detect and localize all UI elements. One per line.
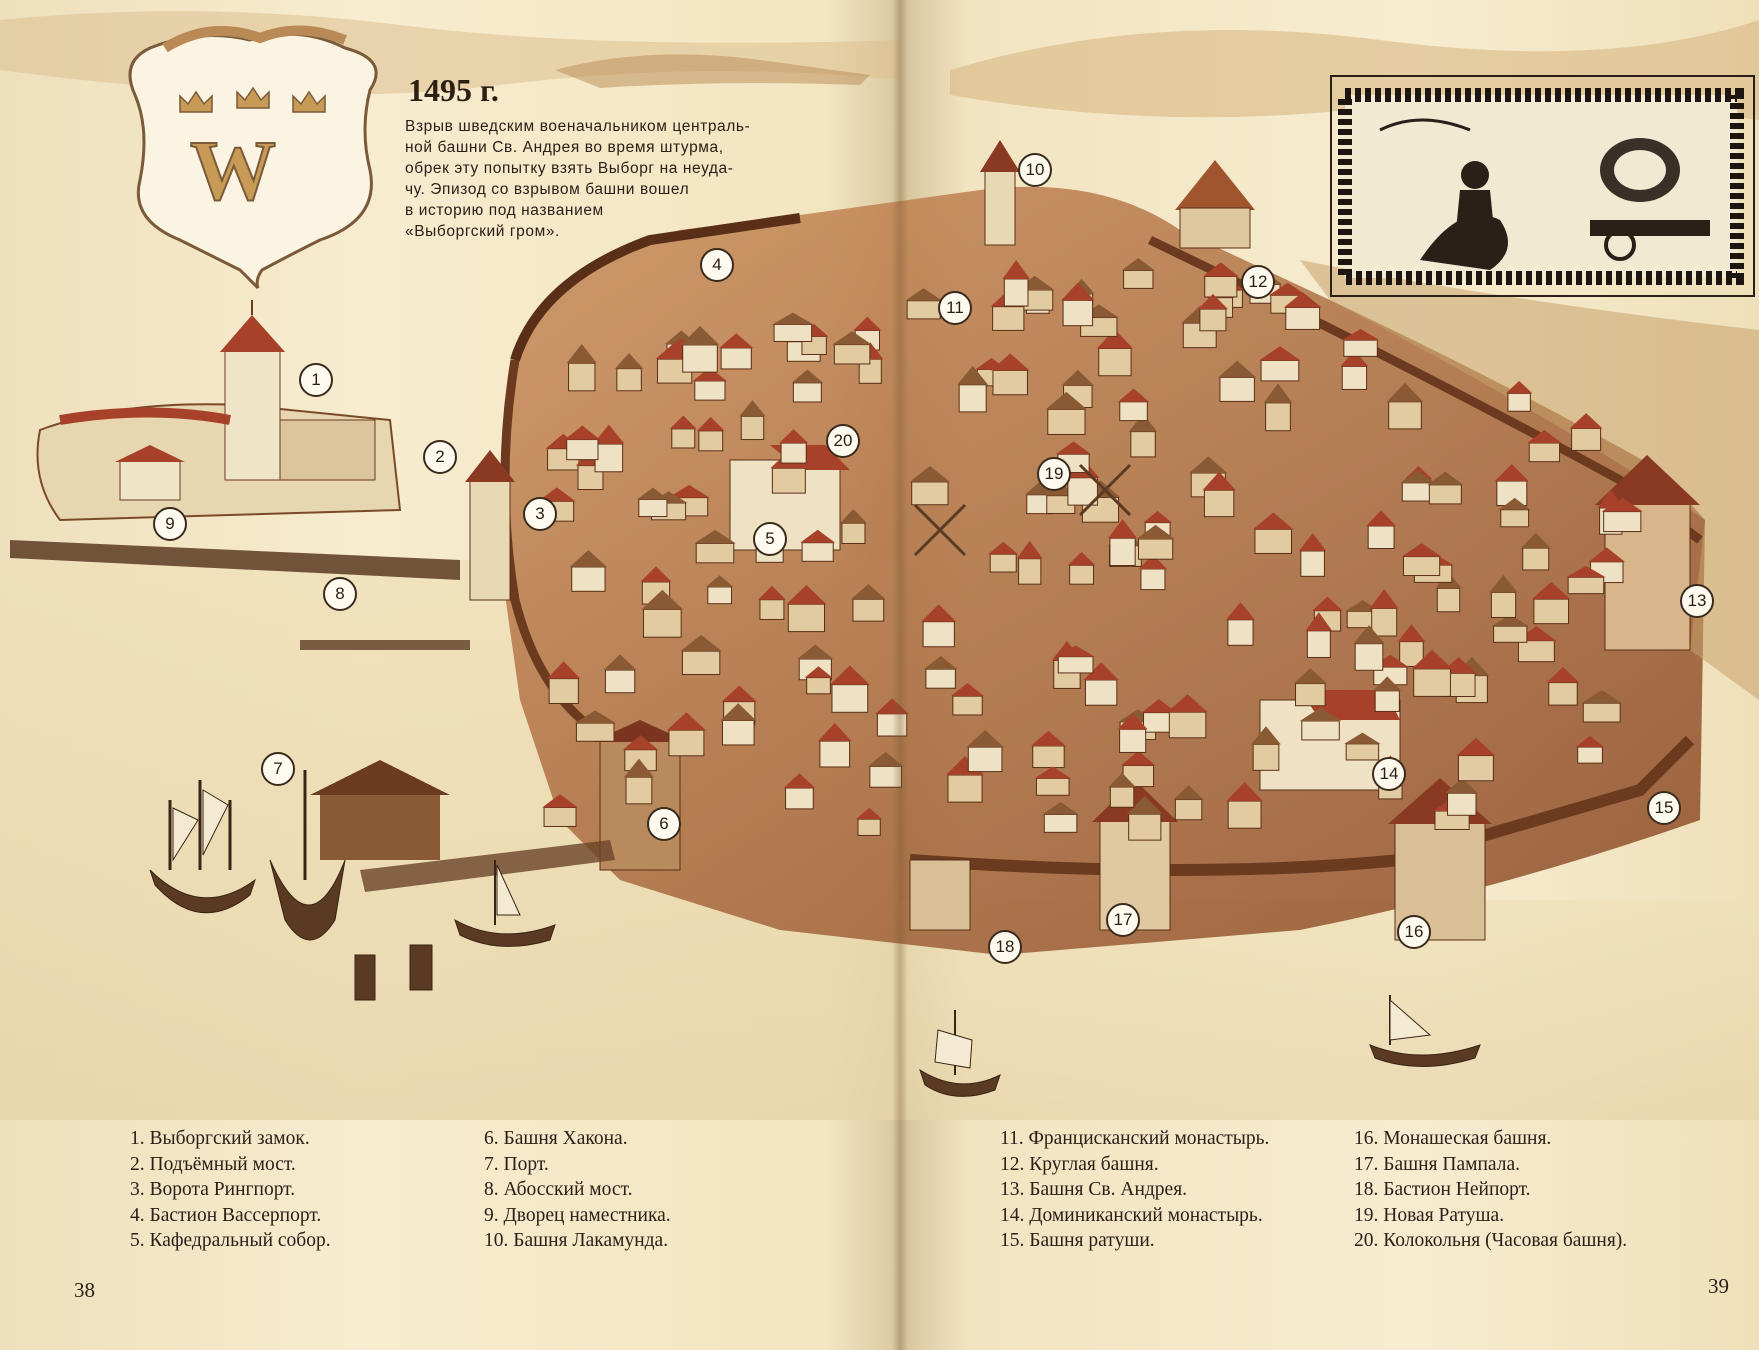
map-marker-4: 4 [700,248,734,282]
caption-line: «Выборгский гром». [405,223,560,240]
heraldic-shield-emblem [128,25,378,290]
map-marker-18: 18 [988,930,1022,964]
map-marker-13: 13 [1680,584,1714,618]
map-marker-6: 6 [647,807,681,841]
north-wall [510,213,801,362]
legend-item: 18. Бастион Нейпорт. [1354,1179,1531,1201]
map-marker-2: 2 [423,440,457,474]
caption-line: Взрыв шведским военачальником централь- [405,118,751,135]
map-marker-16: 16 [1397,915,1431,949]
map-marker-11: 11 [938,291,972,325]
legend-item: 12. Круглая башня. [1000,1153,1159,1175]
map-marker-10: 10 [1018,153,1052,187]
legend-item: 20. Колокольня (Часовая башня). [1354,1230,1628,1252]
page-number-left: 38 [74,1278,95,1302]
map-marker-19: 19 [1037,457,1071,491]
legend-item: 11. Францисканский монастырь. [1000,1128,1270,1149]
legend-item: 4. Бастион Вассерпорт. [130,1204,322,1226]
map-marker-17: 17 [1106,903,1140,937]
year-heading: 1495 г. [408,72,499,108]
windmills [913,463,1132,557]
distant-shore-left [555,54,870,88]
map-marker-15: 15 [1647,791,1681,825]
legend-item: 14. Доминиканский монастырь. [1000,1204,1263,1226]
legend-item: 7. Порт. [484,1153,549,1175]
city-houses [538,257,1643,841]
legend-column-3: 11. Францисканский монастырь. 12. Кругла… [1000,1126,1269,1254]
map-marker-9: 9 [153,507,187,541]
legend-item: 6. Башня Хакона. [484,1128,628,1149]
map-marker-7: 7 [261,752,295,786]
map-marker-1: 1 [299,363,333,397]
legend-item: 17. Башня Пампала. [1354,1153,1520,1175]
harbour-quay [360,840,615,892]
legend-column-2: 6. Башня Хакона. 7. Порт. 8. Абосский мо… [484,1126,671,1254]
legend-item: 5. Кафедральный собор. [130,1230,331,1252]
legend-item: 16. Монашеская башня. [1354,1128,1552,1149]
legend-item: 8. Абосский мост. [484,1179,633,1201]
legend-item: 15. Башня ратуши. [1000,1230,1155,1252]
page-number-right: 39 [1708,1274,1729,1298]
far-fields [1300,260,1759,700]
book-gutter [892,0,908,1350]
legend-item: 13. Башня Св. Андрея. [1000,1179,1188,1201]
map-marker-20: 20 [826,424,860,458]
map-marker-14: 14 [1372,757,1406,791]
map-marker-3: 3 [523,497,557,531]
woodcut-inset-frame [1330,75,1755,297]
shield-monogram: W [189,121,277,219]
legend-column-1: 1. Выборгский замок. 2. Подъёмный мост. … [130,1126,331,1254]
caption-line: обрек эту попытку взять Выборг на неуда- [405,160,734,177]
legend-item: 9. Дворец наместника. [484,1204,671,1226]
legend-item: 2. Подъёмный мост. [130,1153,296,1175]
map-marker-12: 12 [1241,265,1275,299]
legend-item: 19. Новая Ратуша. [1354,1204,1505,1226]
map-marker-8: 8 [323,577,357,611]
harbour-building [320,790,440,860]
caption-line: ной башни Св. Андрея во время штурма, [405,139,724,156]
south-wall [909,735,1695,876]
west-wall [500,359,613,744]
caption-line: чу. Эпизод со взрывом башни вошел [405,181,690,198]
legend-item: 3. Ворота Рингпорт. [130,1179,296,1201]
caption-line: в историю под названием [405,202,604,219]
ships [149,770,1481,1097]
map-marker-5: 5 [753,522,787,556]
legend-column-4: 16. Монашеская башня. 17. Башня Пампала.… [1354,1126,1627,1254]
woodcut-inset-art [1338,88,1744,285]
pier [300,640,470,650]
legend-item: 10. Башня Лакамунда. [484,1230,669,1252]
caption-text: Взрыв шведским военачальником централь- … [405,116,817,242]
legend-item: 1. Выборгский замок. [130,1128,310,1149]
vyborg-castle [36,300,402,522]
abo-bridge [10,540,460,580]
